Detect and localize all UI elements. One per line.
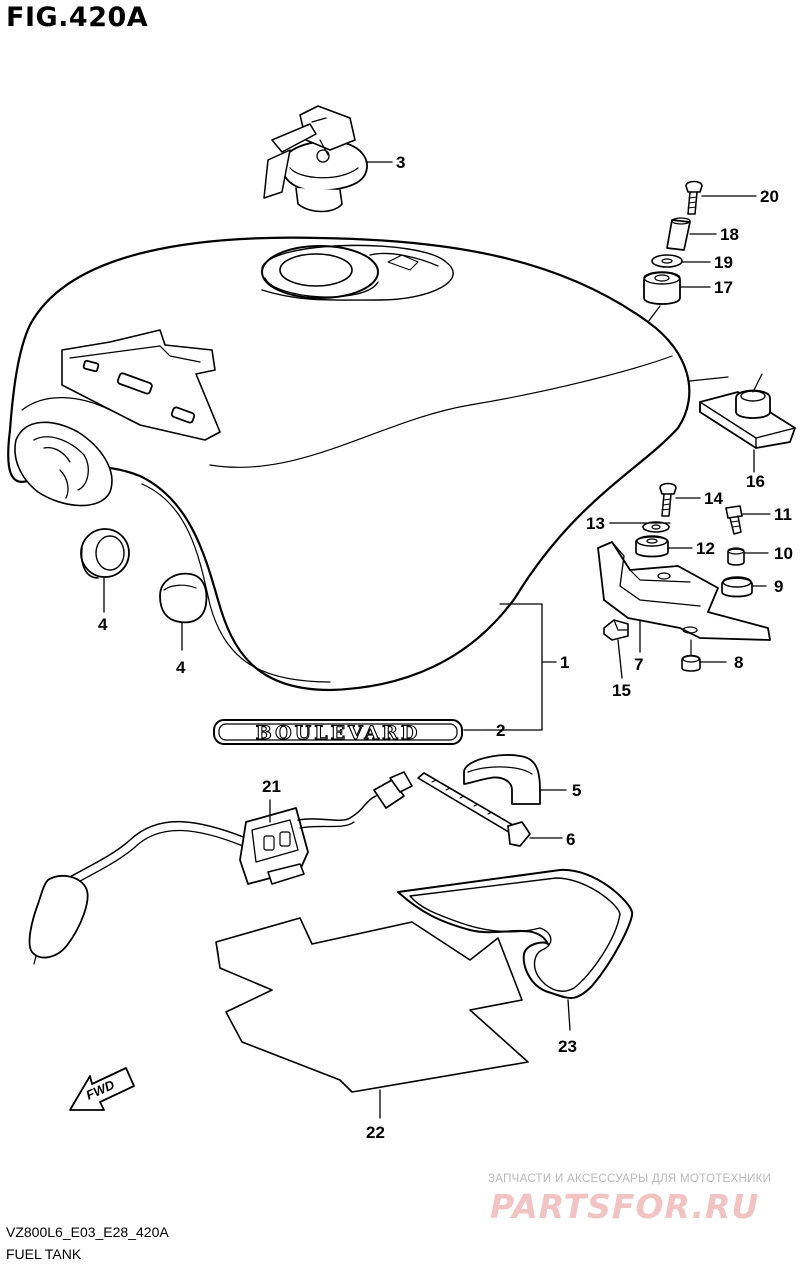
callout-10: 10 bbox=[774, 544, 793, 563]
bolt-14 bbox=[659, 482, 677, 517]
callout-22: 22 bbox=[366, 1123, 385, 1142]
callout-23: 23 bbox=[558, 1037, 577, 1056]
callout-4-pad: 4 bbox=[176, 658, 186, 677]
rear-mount-bracket bbox=[689, 373, 796, 449]
watermark-tagline: ЗАПЧАСТИ И АКСЕССУАРЫ ДЛЯ МОТОТЕХНИКИ bbox=[488, 1173, 772, 1185]
callout-labels: 1 2 3 4 4 5 6 7 8 9 10 11 12 13 14 15 16… bbox=[98, 153, 793, 1142]
clip-15 bbox=[603, 619, 629, 641]
callout-6: 6 bbox=[566, 830, 575, 849]
grommet-9 bbox=[721, 576, 753, 598]
watermark-logo: PARTSFOR.RU bbox=[490, 1187, 760, 1226]
washer-13 bbox=[642, 521, 670, 533]
callout-5: 5 bbox=[572, 781, 581, 800]
cable-tie-6 bbox=[417, 772, 531, 847]
grommet-12 bbox=[635, 535, 669, 558]
forward-direction-arrow: FWD bbox=[69, 1067, 135, 1111]
leader-lines bbox=[103, 161, 771, 1119]
collar-10 bbox=[727, 547, 745, 566]
callout-19: 19 bbox=[714, 253, 733, 272]
cushion-4-pad bbox=[159, 572, 208, 624]
stack-washer-19 bbox=[651, 254, 683, 268]
fuel-tank bbox=[7, 236, 691, 692]
callout-2: 2 bbox=[496, 721, 505, 740]
callout-20: 20 bbox=[760, 187, 779, 206]
callout-15: 15 bbox=[612, 681, 631, 700]
callout-14: 14 bbox=[704, 489, 723, 508]
callout-7: 7 bbox=[634, 655, 643, 674]
cushion-4-round bbox=[80, 528, 130, 579]
callout-21: 21 bbox=[262, 777, 281, 796]
callout-3: 3 bbox=[396, 153, 405, 172]
callout-4-round: 4 bbox=[98, 615, 108, 634]
stack-bolt-20 bbox=[685, 180, 703, 215]
side-bracket-7 bbox=[597, 541, 771, 641]
callout-9: 9 bbox=[774, 577, 783, 596]
callout-16: 16 bbox=[746, 472, 765, 491]
emblem-text: BOULEVARD bbox=[256, 722, 421, 744]
fuel-cap bbox=[263, 105, 368, 213]
callout-8: 8 bbox=[734, 653, 743, 672]
callout-17: 17 bbox=[714, 278, 733, 297]
tank-pad-5 bbox=[463, 754, 541, 805]
callout-18: 18 bbox=[720, 225, 739, 244]
heat-shield-22 bbox=[215, 917, 529, 1093]
callout-13: 13 bbox=[586, 514, 605, 533]
figure-title: FIG.420A bbox=[6, 2, 149, 33]
bolt-11 bbox=[725, 505, 743, 535]
boulevard-emblem: BOULEVARD bbox=[213, 719, 463, 745]
callout-1: 1 bbox=[560, 653, 569, 672]
stack-grommet-17 bbox=[643, 271, 681, 323]
diagram-caption: FUEL TANK bbox=[6, 1246, 82, 1262]
callout-12: 12 bbox=[696, 539, 715, 558]
seal-23 bbox=[397, 868, 634, 999]
callout-11: 11 bbox=[774, 505, 792, 524]
fuel-level-sensor-21 bbox=[28, 771, 413, 965]
stack-collar-18 bbox=[666, 217, 691, 251]
diagram-code: VZ800L6_E03_E28_420A bbox=[6, 1224, 169, 1240]
nut-8 bbox=[681, 639, 701, 672]
